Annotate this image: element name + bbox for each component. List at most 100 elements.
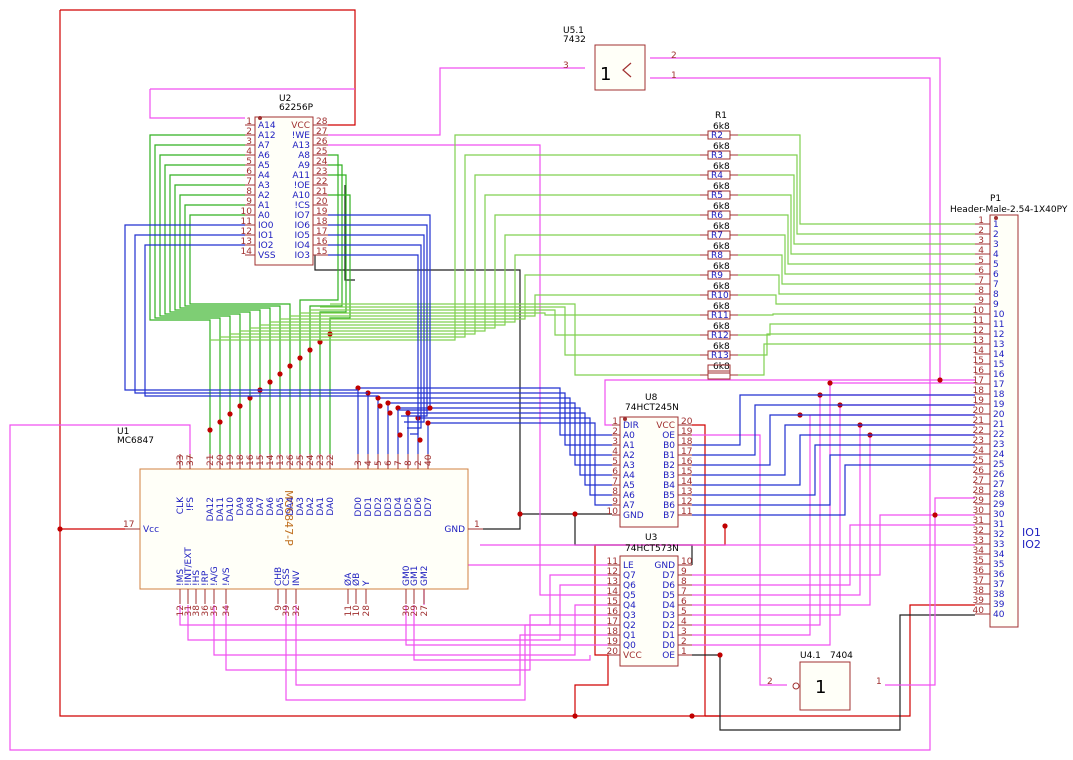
u8-body	[619, 416, 679, 528]
p1-pin-number: 1	[978, 216, 984, 226]
resistor-bus-wire	[300, 312, 700, 316]
resistor-header-wire	[738, 313, 975, 316]
u3-pin-number: 2	[681, 637, 687, 647]
p1-pin-number: 9	[978, 296, 984, 306]
resistor-bus-wire	[250, 214, 700, 329]
junction-dot	[227, 411, 233, 417]
junction-dot	[387, 410, 393, 416]
junction-dot	[572, 713, 578, 719]
u3-pin-number: 3	[681, 627, 687, 637]
a13-wire	[328, 144, 608, 596]
u2-pin-number: 25	[316, 147, 327, 157]
p1-pin-number: 8	[978, 286, 984, 296]
u2-pin-name: IO1	[258, 231, 273, 241]
u3-pin-number: 5	[681, 607, 687, 617]
io-left-wire	[134, 234, 368, 394]
data-wire	[407, 412, 612, 486]
u8-pin-name: GND	[623, 511, 644, 521]
u2-pin-number: 7	[246, 177, 252, 187]
p1-pin-name: 1	[993, 220, 999, 230]
u1-top-pin-name: DD6	[414, 497, 424, 517]
u2-pin-number: 24	[316, 157, 328, 167]
u3-pin-name: D6	[662, 581, 675, 591]
u1-top-pin-number: 25	[296, 455, 306, 466]
p1-pin-number: 27	[973, 476, 984, 486]
u5-value: 7432	[563, 35, 586, 45]
p1-pin-name: 6	[993, 270, 999, 280]
u1-bottom-pin-number: 12	[176, 605, 186, 616]
u3-pin-name: Q4	[623, 601, 636, 611]
bus-out-wire	[692, 424, 975, 476]
resistor-body-last	[707, 364, 731, 374]
p1-pin-number: 14	[973, 346, 985, 356]
u8-pin-number: 9	[612, 497, 618, 507]
resistor-header-wire	[738, 323, 975, 336]
u3-pin-name: D7	[662, 571, 675, 581]
p1-pin-name: 24	[993, 450, 1005, 460]
junction-dot	[397, 432, 403, 438]
resistor-value: 6k8	[713, 182, 730, 192]
p1-value: Header-Male-2.54-1X40PY	[950, 205, 1068, 215]
p1-pin-name: 9	[993, 300, 999, 310]
p1-pin-name: 36	[993, 570, 1005, 580]
p1-pin-name: 20	[993, 410, 1005, 420]
p1-pin-name: 25	[993, 460, 1004, 470]
u8-pin-number: 12	[681, 497, 692, 507]
u2-pin-number: 17	[316, 227, 327, 237]
u2-pin-name: IO7	[295, 211, 310, 221]
u2-pin-name: A4	[258, 171, 270, 181]
u1-bottom-pin-number: 10	[352, 605, 362, 617]
u1-bottom-pin-number: 30	[402, 605, 412, 617]
p1-pin1-marker	[994, 216, 998, 220]
u8-pin-number: 18	[681, 437, 693, 447]
u8-pin-name: B5	[663, 491, 675, 501]
io-right-wire	[328, 214, 431, 411]
or-out-wire	[9, 77, 931, 751]
u2-pin-number: 2	[246, 127, 252, 137]
junction-dot	[217, 419, 223, 425]
css-wire	[285, 605, 608, 701]
u8-pin-number: 19	[681, 427, 693, 437]
u2-pin-number: 6	[246, 167, 252, 177]
u4-inverter-bubble	[792, 682, 800, 690]
u2-pin-name: A13	[292, 141, 310, 151]
u8-value: 74HCT245N	[625, 403, 679, 413]
u1-bottom-pin-name: !HS	[192, 570, 202, 586]
u8-pin-name: B7	[663, 511, 675, 521]
bus-out-wire	[692, 394, 975, 446]
resistor-header-wire	[738, 214, 975, 265]
d5-wire	[692, 424, 975, 596]
junction-dot	[405, 410, 411, 416]
address-wire	[159, 154, 245, 454]
u1-bottom-pin-name: !A/S	[222, 567, 232, 586]
u2-pin-name: VCC	[291, 121, 310, 131]
data-wire	[377, 397, 612, 456]
address-wire	[309, 164, 343, 454]
inv-out-wire	[885, 497, 975, 686]
io-right-wire	[328, 244, 422, 429]
u8-pin-number: 20	[681, 417, 693, 427]
as-wire	[225, 605, 608, 671]
u1-top-pin-name: DA0	[326, 497, 336, 516]
u1-top-pin-name: DA11	[216, 497, 226, 521]
u3-pin-number: 14	[607, 587, 619, 597]
u1-top-pin-number: 14	[266, 454, 276, 466]
resistor-value: 6k8	[713, 202, 730, 212]
u1-top-pin-number: 7	[394, 460, 404, 466]
d6-wire	[692, 524, 975, 586]
p1-pin-name: 38	[993, 590, 1005, 600]
u8-ref: U8	[645, 393, 658, 403]
p1-pin-number: 19	[973, 396, 985, 406]
u2-pin1-marker	[258, 116, 262, 120]
resistor-bus-wire	[290, 294, 700, 317]
u3-pin-number: 4	[681, 617, 687, 627]
data-wire	[387, 402, 612, 466]
u1-top-pin-number: 18	[236, 454, 246, 466]
u1-top-pin-name: DD3	[384, 497, 394, 517]
p1-pin-name: 16	[993, 370, 1005, 380]
u1-top-pin-number: 40	[424, 454, 434, 466]
u1-bottom-pin-number: 32	[292, 605, 302, 616]
u4-symbol: 1	[815, 677, 826, 698]
vcc-u3-wire	[574, 655, 609, 716]
u1-top-pin-name: DA7	[256, 497, 266, 516]
